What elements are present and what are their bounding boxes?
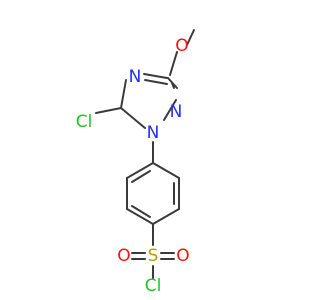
molecule-structure: O N N N Cl S O O Cl	[76, 29, 195, 296]
bond-n1-n2	[163, 99, 177, 121]
chlorine-triazole-atom: Cl	[76, 112, 93, 132]
oxygen-left-atom: O	[117, 246, 130, 266]
bond-c3-n4	[143, 73, 168, 79]
oxygen-methoxy-atom: O	[175, 36, 188, 56]
chlorine-sulfonyl-atom: Cl	[145, 276, 162, 296]
bond-methyl-o	[186, 29, 195, 46]
bond-benzene-inner-3	[131, 205, 151, 218]
bond-c5-n1	[120, 107, 146, 129]
nitrogen-4-atom: N	[129, 67, 142, 87]
molecule-canvas: O N N N Cl S O O Cl	[75, 29, 195, 296]
bond-benzene-4	[126, 208, 154, 225]
nitrogen-2-atom: N	[170, 102, 183, 122]
bond-o-c3	[169, 51, 178, 76]
bond-benzene-3	[152, 208, 180, 225]
bond-n4-c5	[120, 79, 127, 109]
sulfur-atom: S	[148, 246, 159, 266]
nitrogen-1-atom: N	[147, 123, 160, 143]
bond-n2-c3-double	[167, 77, 178, 89]
bond-benzene-inner-2	[131, 170, 151, 183]
bond-c5-cl	[95, 107, 122, 114]
bond-benzene-6	[126, 162, 154, 179]
bond-c3-n4-double	[144, 79, 168, 85]
oxygen-right-atom: O	[176, 246, 189, 266]
bond-benzene-1	[152, 162, 180, 179]
